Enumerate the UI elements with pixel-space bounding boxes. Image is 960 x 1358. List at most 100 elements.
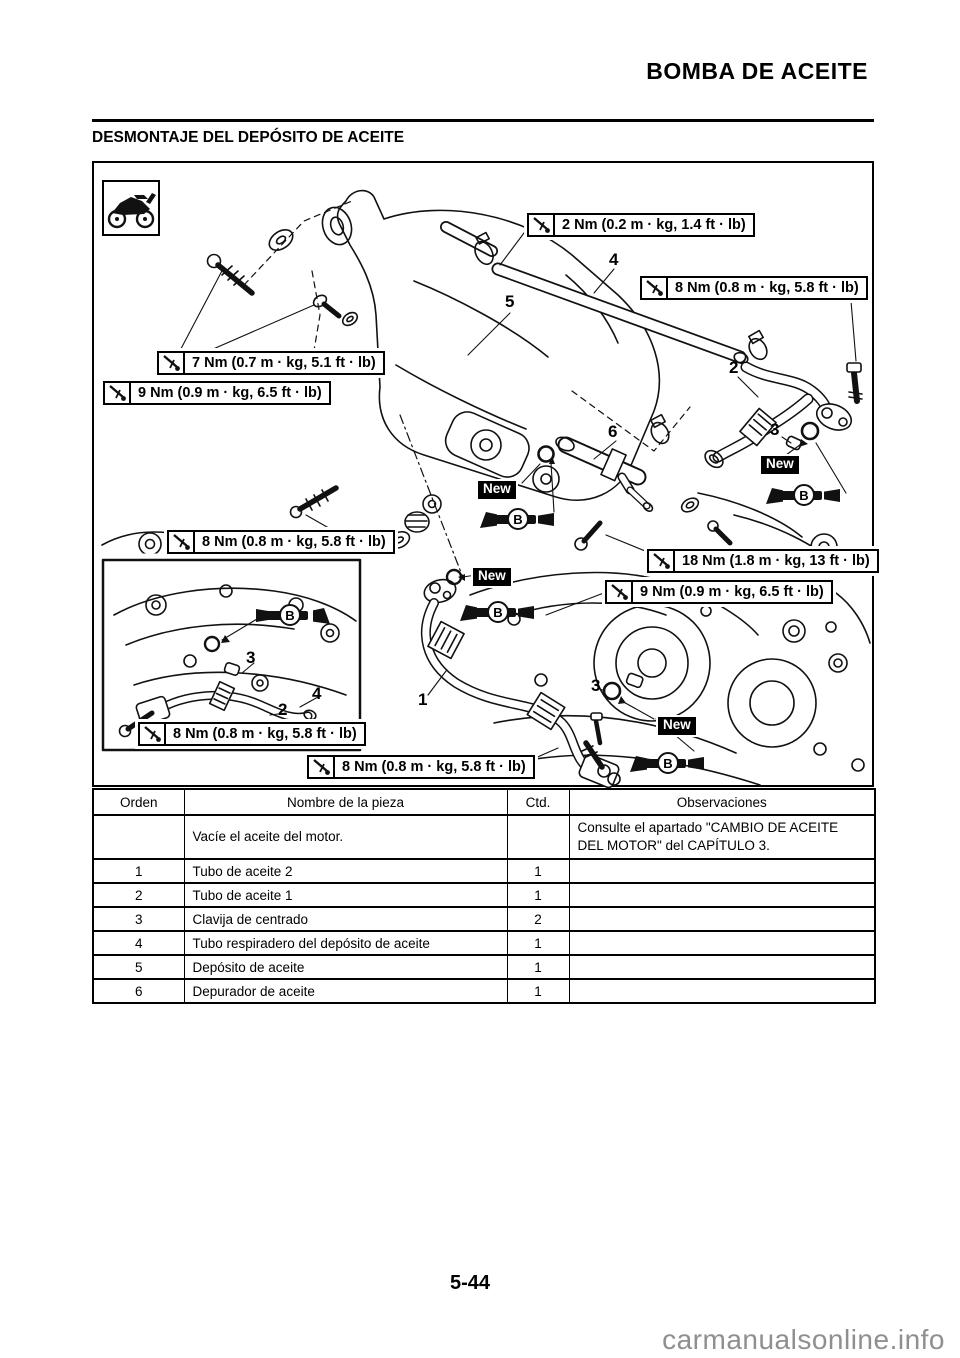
torque-callout-9nm-right: 9 Nm (0.9 m · kg, 6.5 ft · lb) [605,580,833,604]
part-marker-4: 4 [609,250,619,269]
part-marker-5: 5 [505,292,515,311]
grease-nozzle [313,608,330,624]
grease-type-letter: B [793,484,815,506]
table-row: 2 Tubo de aceite 1 1 [92,882,876,908]
cell-nombre: Vacíe el aceite del motor. [183,814,508,860]
torque-callout-8nm-mid: 8 Nm (0.8 m · kg, 5.8 ft · lb) [167,530,395,554]
torque-callout-label: 8 Nm (0.8 m · kg, 5.8 ft · lb) [173,726,357,742]
table-row: 6 Depurador de aceite 1 [92,978,876,1004]
cell-orden: 3 [92,906,185,932]
grease-applicator-icon: B [460,600,538,624]
cell-orden [92,814,185,860]
torque-wrench-icon [140,724,166,744]
part-marker-3-inset: 3 [246,648,256,667]
torque-callout-9nm-left: 9 Nm (0.9 m · kg, 6.5 ft · lb) [103,381,331,405]
torque-callout-label: 8 Nm (0.8 m · kg, 5.8 ft · lb) [202,534,386,550]
grease-endcap [688,757,704,770]
torque-callout-2nm: 2 Nm (0.2 m · kg, 1.4 ft · lb) [527,213,755,237]
column-header-observaciones: Observaciones [568,788,876,816]
cell-orden: 6 [92,978,185,1004]
torque-callout-label: 2 Nm (0.2 m · kg, 1.4 ft · lb) [562,217,746,233]
cell-ctd [506,814,570,860]
torque-callout-label: 8 Nm (0.8 m · kg, 5.8 ft · lb) [342,759,526,775]
torque-callout-label: 9 Nm (0.9 m · kg, 6.5 ft · lb) [640,584,824,600]
page-title: BOMBA DE ACEITE [646,58,868,84]
cell-nombre: Clavija de centrado [183,906,508,932]
torque-callout-8nm-inset: 8 Nm (0.8 m · kg, 5.8 ft · lb) [138,722,366,746]
torque-callout-7nm: 7 Nm (0.7 m · kg, 5.1 ft · lb) [157,351,385,375]
cell-ctd: 1 [506,978,570,1004]
table-row: Vacíe el aceite del motor. Consulte el a… [92,814,876,860]
torque-wrench-icon [309,757,335,777]
torque-wrench-icon [642,278,668,298]
cell-nombre: Depurador de aceite [183,978,508,1004]
cell-orden: 1 [92,858,185,884]
table-header-row: Orden Nombre de la pieza Ctd. Observacio… [92,788,876,816]
table-row: 1 Tubo de aceite 2 1 [92,858,876,884]
cell-nombre: Tubo de aceite 1 [183,882,508,908]
grease-applicator-icon: B [252,603,330,627]
page-number: 5-44 [449,1272,491,1294]
cell-ctd: 1 [506,882,570,908]
grease-applicator-icon: B [630,751,708,775]
grease-type-letter: B [657,752,679,774]
part-marker-6: 6 [608,422,618,441]
torque-wrench-icon [159,353,185,373]
watermark: carmanualsonline.info [662,1324,945,1355]
section-title: DESMONTAJE DEL DEPÓSITO DE ACEITE [92,129,405,146]
torque-callout-8nm-top: 8 Nm (0.8 m · kg, 5.8 ft · lb) [640,276,868,300]
grease-endcap [518,606,534,619]
torque-wrench-icon [169,532,195,552]
column-header-ctd: Ctd. [506,788,570,816]
cell-observaciones: Consulte el apartado "CAMBIO DE ACEITE D… [568,814,876,860]
cell-ctd: 1 [506,930,570,956]
column-header-nombre: Nombre de la pieza [183,788,508,816]
cell-orden: 2 [92,882,185,908]
cell-ctd: 2 [506,906,570,932]
part-marker-1: 1 [418,690,428,709]
cell-observaciones [568,858,876,884]
motorcycle-model-icon [102,180,160,236]
torque-callout-label: 8 Nm (0.8 m · kg, 5.8 ft · lb) [675,280,859,296]
new-part-badge: New [761,456,799,474]
part-marker-3b: 3 [591,676,601,695]
cell-observaciones [568,906,876,932]
cell-nombre: Tubo de aceite 2 [183,858,508,884]
parts-table-container: Orden Nombre de la pieza Ctd. Observacio… [92,788,876,1004]
torque-callout-8nm-bottom: 8 Nm (0.8 m · kg, 5.8 ft · lb) [307,755,535,779]
column-header-orden: Orden [92,788,185,816]
exploded-diagram: 2 Nm (0.2 m · kg, 1.4 ft · lb) 8 Nm (0.8… [92,161,879,789]
torque-callout-label: 18 Nm (1.8 m · kg, 13 ft · lb) [682,553,870,569]
torque-callout-label: 9 Nm (0.9 m · kg, 6.5 ft · lb) [138,385,322,401]
cell-orden: 5 [92,954,185,980]
cell-nombre: Tubo respiradero del depósito de aceite [183,930,508,956]
torque-callout-label: 7 Nm (0.7 m · kg, 5.1 ft · lb) [192,355,376,371]
table-row: 4 Tubo respiradero del depósito de aceit… [92,930,876,956]
torque-wrench-icon [607,582,633,602]
cell-nombre: Depósito de aceite [183,954,508,980]
part-marker-2: 2 [729,358,739,377]
torque-wrench-icon [105,383,131,403]
cell-orden: 4 [92,930,185,956]
grease-applicator-icon: B [766,483,844,507]
part-marker-3: 3 [770,420,780,439]
torque-wrench-icon [529,215,555,235]
cell-observaciones [568,954,876,980]
grease-endcap [824,489,840,502]
part-marker-2-inset: 2 [278,700,288,719]
header-divider [92,119,874,122]
new-part-badge: New [473,568,511,586]
grease-type-letter: B [507,508,529,530]
table-row: 3 Clavija de centrado 2 [92,906,876,932]
torque-callout-18nm: 18 Nm (1.8 m · kg, 13 ft · lb) [647,549,879,573]
cell-ctd: 1 [506,954,570,980]
cell-observaciones [568,882,876,908]
cell-ctd: 1 [506,858,570,884]
grease-endcap [538,513,554,526]
torque-wrench-icon [649,551,675,571]
new-part-badge: New [478,481,516,499]
grease-type-letter: B [487,601,509,623]
exploded-line-art [96,189,876,789]
part-marker-4-inset: 4 [312,684,322,703]
